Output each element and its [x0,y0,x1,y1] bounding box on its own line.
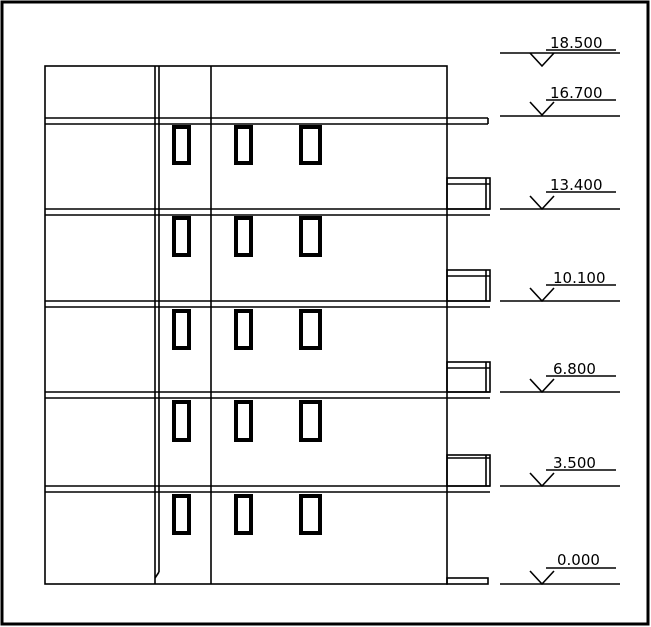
balcony-floor-5 [446,177,491,210]
level-triangle-icon [529,287,555,303]
window [172,309,191,350]
window [299,309,322,350]
balcony-floor-2 [446,454,491,487]
level-triangle-icon [529,52,555,68]
window [172,125,191,165]
level-triangle-icon [529,472,555,488]
window-row-4 [172,216,322,257]
ground-step [446,577,489,585]
balcony-rail [446,454,491,487]
elevation-label: 13.400 [550,176,603,194]
slab-floor-5 [45,208,490,216]
window [299,400,322,442]
elevation-marker-0000: 0.000 [500,551,620,586]
window [234,494,253,535]
window [234,400,253,442]
window [172,400,191,442]
window [299,494,322,535]
window-row-1 [172,494,322,535]
level-triangle-icon [529,378,555,394]
elevation-label: 3.500 [553,454,596,472]
window [172,216,191,257]
window [299,216,322,257]
elevation-marker-3500: 3.500 [500,454,620,488]
window-row-5 [172,125,322,165]
level-triangle-icon [529,101,555,117]
elevation-label: 6.800 [553,360,596,378]
elevation-marker-16700: 16.700 [500,84,620,117]
window [234,125,253,165]
elevation-marker-13400: 13.400 [500,176,620,211]
elevation-marker-6800: 6.800 [500,360,620,394]
elevation-label: 18.500 [550,34,603,52]
elevation-marker-18500: 18.500 [500,34,620,68]
level-triangle-icon [529,195,555,211]
slab-roof [45,117,489,125]
elevation-markers: 18.500 16.700 13.400 10.100 6.800 [500,34,620,586]
slab-ground [446,577,489,585]
elevation-marker-10100: 10.100 [500,269,620,303]
elevation-label: 0.000 [557,551,600,569]
window [299,125,322,165]
building-facade [44,65,448,585]
slab-floor-3 [45,391,490,399]
floor-slabs [45,117,490,585]
balcony-rail [446,269,491,302]
level-triangle-icon [529,570,555,586]
facade-outline [44,65,448,585]
balcony-rail [446,177,491,210]
windows [172,125,322,535]
slab-floor-2 [45,485,490,493]
window-row-2 [172,400,322,442]
window [234,216,253,257]
balcony-floor-4 [446,269,491,302]
window [172,494,191,535]
elevation-label: 16.700 [550,84,603,102]
window-row-3 [172,309,322,350]
elevation-label: 10.100 [553,269,606,287]
window [234,309,253,350]
balconies [446,177,491,487]
vertical-pipe-bend [154,571,160,579]
slab-floor-4 [45,300,490,308]
balcony-rail [446,361,491,393]
balcony-floor-3 [446,361,491,393]
